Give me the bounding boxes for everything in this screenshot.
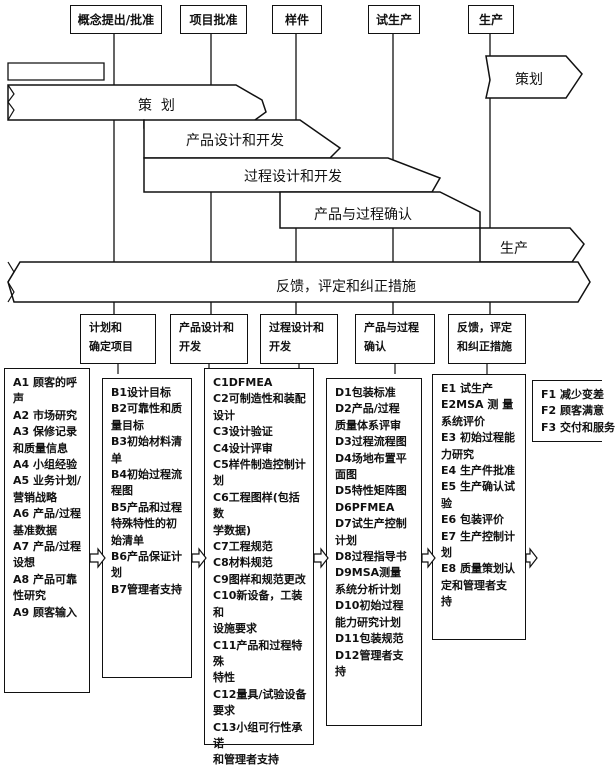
list-item: E6 包装评价 [441, 513, 504, 527]
list-item: E4 生产件批准 [441, 464, 515, 478]
band-label-planning: 策 划 [138, 98, 175, 114]
phase-label: 试生产 [375, 13, 412, 27]
band-label-planning-right: 策划 [515, 72, 543, 88]
list-item: C9图样和规范更改 [213, 572, 306, 586]
column-c: C1DFMEA C2可制造性和装配 设计 C3设计验证 C4设计评审 C5样件制… [204, 368, 314, 766]
list-item: A7 产品/过程 设想 [13, 540, 82, 570]
column-a: A1 顾客的呼 声 A2 市场研究 A3 保修记录 和质量信息 A4 小组经验 … [4, 368, 90, 693]
list-item: A8 产品可靠 性研究 [13, 572, 77, 603]
phase-header-project: 项目批准 [180, 5, 247, 34]
phase-label: 概念提出/批准 [77, 13, 155, 27]
list-item: C10新设备，工装和 设施要求 [213, 589, 303, 636]
list-item: A9 顾客输入 [13, 605, 77, 619]
list-item: A2 市场研究 [13, 408, 77, 422]
column-d: D1包装标准 D2产品/过程 质量体系评审 D3过程流程图 D4场地布置平 面图… [326, 378, 422, 726]
list-item: D10初始过程 能力研究计划 [335, 599, 404, 629]
output-box-planning: 计划和 确定项目 [80, 314, 156, 364]
list-item: A4 小组经验 [13, 458, 77, 472]
phase-label: 生产 [478, 13, 503, 27]
phase-header-prototype: 样件 [272, 5, 322, 34]
arrow-right-icon [525, 547, 538, 569]
list-item: C3设计验证 [213, 425, 273, 439]
output-box-product-design: 产品设计和 开发 [170, 314, 248, 364]
list-item: B4初始过程流 程图 [111, 468, 183, 498]
list-item: D8过程指导书 [335, 550, 407, 564]
list-item: E2MSA 测 量 系统评价 [441, 398, 514, 428]
phase-label: 项目批准 [189, 13, 238, 27]
list-item: C4设计评审 [213, 441, 273, 455]
list-item: E5 生产确认试 验 [441, 480, 515, 510]
output-box-validation: 产品与过程 确认 [355, 314, 435, 364]
list-item: D6PFMEA [335, 500, 395, 514]
list-item: C7工程规范 [213, 540, 273, 554]
list-item: D3过程流程图 [335, 435, 407, 449]
band-feedback [7, 261, 591, 303]
list-item: B3初始材料清 单 [111, 435, 183, 465]
list-item: A3 保修记录 和质量信息 [13, 425, 77, 455]
list-item: D2产品/过程 质量体系评审 [335, 402, 401, 432]
phase-label: 样件 [284, 13, 309, 27]
list-item: C8材料规范 [213, 556, 273, 570]
list-item: B2可靠性和质 量目标 [111, 402, 183, 432]
list-item: A6 产品/过程 基准数据 [13, 507, 82, 537]
band-product-design [143, 119, 342, 159]
column-f: F1 减少变差 F2 顾客满意 F3 交付和服务 [532, 380, 615, 442]
phase-header-concept: 概念提出/批准 [70, 5, 162, 34]
list-item: C6工程图样(包括数 学数据) [213, 490, 300, 537]
planning-start-strip [7, 62, 105, 81]
output-box-process-design: 过程设计和 开发 [260, 314, 338, 364]
list-item: F1 减少变差 [541, 388, 604, 401]
band-label-feedback: 反馈，评定和纠正措施 [276, 279, 416, 295]
zigzag-feedback [7, 261, 15, 303]
timeline-diagram [7, 32, 591, 314]
list-item: D4场地布置平 面图 [335, 451, 407, 482]
band-label-product-design: 产品设计和开发 [186, 133, 284, 149]
band-production [479, 227, 585, 263]
band-label-process-design: 过程设计和开发 [244, 169, 342, 185]
list-item: E7 生产控制计 划 [441, 529, 515, 560]
list-item: A5 业务计划/ 营销战略 [13, 474, 82, 504]
list-item: D1包装标准 [335, 386, 396, 399]
band-process-design [143, 157, 442, 193]
list-item: E3 初始过程能 力研究 [441, 431, 515, 461]
list-item: B6产品保证计 划 [111, 550, 183, 580]
list-item: E8 质量策划认 定和管理者支 持 [441, 562, 515, 609]
phase-header-pilot: 试生产 [368, 5, 420, 34]
band-label-production: 生产 [500, 241, 528, 257]
list-item: D9MSA测量 系统分析计划 [335, 566, 402, 596]
list-item: D11包装规范 [335, 632, 404, 646]
list-item: F3 交付和服务 [541, 420, 615, 434]
list-item: C13小组可行性承诺 和管理者支持 [213, 720, 303, 767]
list-item: F2 顾客满意 [541, 404, 604, 418]
list-item: D7试生产控制 计划 [335, 517, 407, 547]
list-item: C12量具/试验设备 要求 [213, 687, 307, 718]
list-item: B1设计目标 [111, 386, 172, 399]
phase-header-production: 生产 [468, 5, 514, 34]
list-item: C2可制造性和装配 设计 [213, 392, 306, 422]
zigzag-planning [7, 84, 15, 121]
band-label-validation: 产品与过程确认 [314, 207, 412, 223]
list-item: A1 顾客的呼 声 [13, 376, 77, 406]
column-e: E1 试生产 E2MSA 测 量 系统评价 E3 初始过程能 力研究 E4 生产… [432, 374, 526, 640]
list-item: C11产品和过程特殊 特性 [213, 638, 303, 685]
band-validation [279, 191, 481, 229]
list-item: E1 试生产 [441, 382, 493, 395]
band-planning-right [485, 55, 583, 99]
list-item: C1DFMEA [213, 376, 273, 389]
list-item: D5特性矩阵图 [335, 484, 407, 498]
list-item: C5样件制造控制计 划 [213, 458, 306, 488]
list-item: B7管理者支持 [111, 582, 183, 596]
list-item: D12管理者支 持 [335, 648, 404, 678]
column-b: B1设计目标 B2可靠性和质 量目标 B3初始材料清 单 B4初始过程流 程图 … [102, 378, 192, 678]
list-item: B5产品和过程 特殊特性的初 始清单 [111, 500, 183, 547]
output-box-feedback: 反馈，评定 和纠正措施 [448, 314, 526, 364]
